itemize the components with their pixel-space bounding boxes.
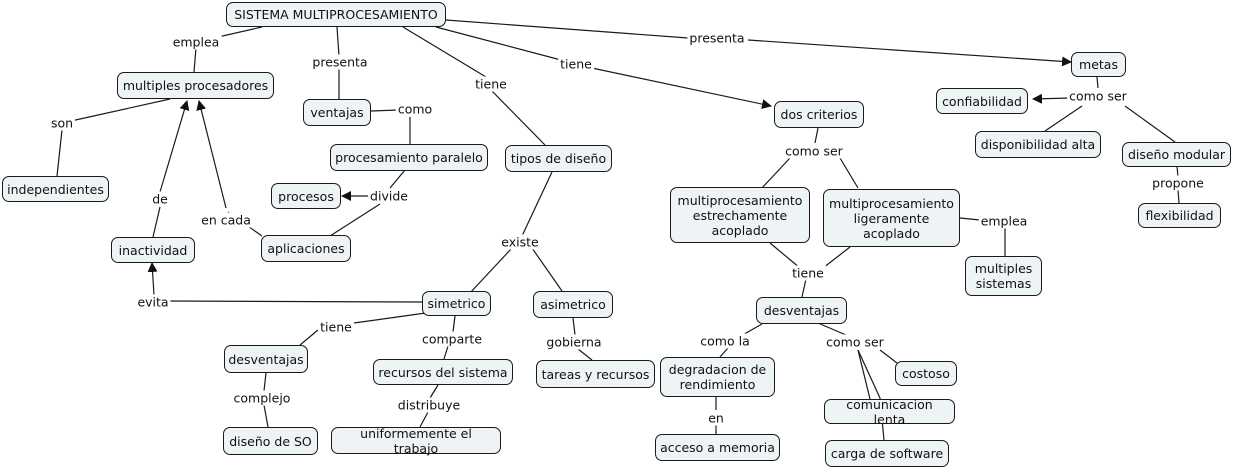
- link-gobierna: gobierna: [544, 334, 604, 350]
- concept-carga-software[interactable]: carga de software: [825, 440, 949, 467]
- link-tiene-desventajas-multi: tiene: [790, 265, 826, 281]
- concept-inactividad[interactable]: inactividad: [111, 237, 195, 263]
- link-como-la: como la: [698, 333, 752, 349]
- link-evita: evita: [135, 294, 171, 310]
- link-presenta-metas: presenta: [687, 30, 747, 46]
- concept-multiprocesamiento-estrechamente[interactable]: multiprocesamiento estrechamente acoplad…: [670, 187, 810, 243]
- concept-costoso[interactable]: costoso: [895, 361, 957, 386]
- link-en: en: [706, 410, 726, 426]
- link-como-ser-metas: como ser: [1067, 88, 1129, 104]
- concept-procesos[interactable]: procesos: [271, 183, 341, 209]
- concept-flexibilidad[interactable]: flexibilidad: [1138, 203, 1221, 228]
- concept-independientes[interactable]: independientes: [2, 176, 109, 202]
- concept-tipos-diseno[interactable]: tipos de diseño: [505, 145, 612, 172]
- concept-asimetrico[interactable]: asimetrico: [533, 291, 613, 318]
- concept-diseno-so[interactable]: diseño de SO: [223, 427, 318, 455]
- concept-multiples-procesadores[interactable]: multiples procesadores: [117, 72, 274, 99]
- concept-diseno-modular[interactable]: diseño modular: [1122, 142, 1231, 167]
- link-propone: propone: [1150, 175, 1206, 191]
- concept-simetrico[interactable]: simetrico: [422, 291, 491, 316]
- link-divide: divide: [368, 188, 410, 204]
- concept-aplicaciones[interactable]: aplicaciones: [261, 235, 351, 262]
- link-como: como: [395, 101, 435, 117]
- concept-desventajas-multiprocesamiento[interactable]: desventajas: [756, 297, 847, 324]
- link-emplea-procesadores: emplea: [170, 34, 222, 50]
- concept-ventajas[interactable]: ventajas: [303, 99, 371, 126]
- link-tiene-desventajas: tiene: [318, 319, 354, 335]
- concept-sistema-multiprocesamiento[interactable]: SISTEMA MULTIPROCESAMIENTO: [226, 2, 446, 27]
- concept-comunicacion-lenta[interactable]: comunicacion lenta: [824, 397, 955, 427]
- concept-multiples-sistemas[interactable]: multiples sistemas: [965, 256, 1042, 296]
- link-tiene-criterios: tiene: [558, 56, 594, 72]
- link-emplea-sistemas: emplea: [978, 213, 1030, 229]
- concept-dos-criterios[interactable]: dos criterios: [774, 101, 864, 128]
- concept-acceso-memoria[interactable]: acceso a memoria: [655, 434, 780, 461]
- link-existe: existe: [499, 234, 541, 250]
- concept-tareas-recursos[interactable]: tareas y recursos: [536, 360, 655, 388]
- concept-disponibilidad-alta[interactable]: disponibilidad alta: [975, 131, 1101, 158]
- concept-uniformemente-trabajo[interactable]: uniformemente el trabajo: [331, 426, 501, 456]
- link-como-ser-criterios: como ser: [783, 143, 845, 159]
- concept-metas[interactable]: metas: [1071, 52, 1126, 77]
- link-son: son: [48, 115, 76, 131]
- link-comparte: comparte: [419, 331, 485, 347]
- concept-confiabilidad[interactable]: confiabilidad: [936, 88, 1028, 114]
- concept-desventajas-simetrico[interactable]: desventajas: [224, 345, 308, 373]
- link-tiene-tipos: tiene: [473, 76, 509, 92]
- link-complejo: complejo: [231, 390, 293, 406]
- link-distribuye: distribuye: [395, 397, 463, 413]
- concept-procesamiento-paralelo[interactable]: procesamiento paralelo: [330, 144, 488, 171]
- concept-recursos-sistema[interactable]: recursos del sistema: [373, 359, 513, 385]
- link-presenta-ventajas: presenta: [310, 54, 370, 70]
- link-de: de: [150, 191, 170, 207]
- concept-multiprocesamiento-ligeramente[interactable]: multiprocesamiento ligeramente acoplado: [823, 189, 960, 247]
- link-como-ser-desventajas: como ser: [824, 334, 886, 350]
- link-en-cada: en cada: [199, 212, 253, 228]
- concept-degradacion-rendimiento[interactable]: degradacion de rendimiento: [660, 357, 775, 397]
